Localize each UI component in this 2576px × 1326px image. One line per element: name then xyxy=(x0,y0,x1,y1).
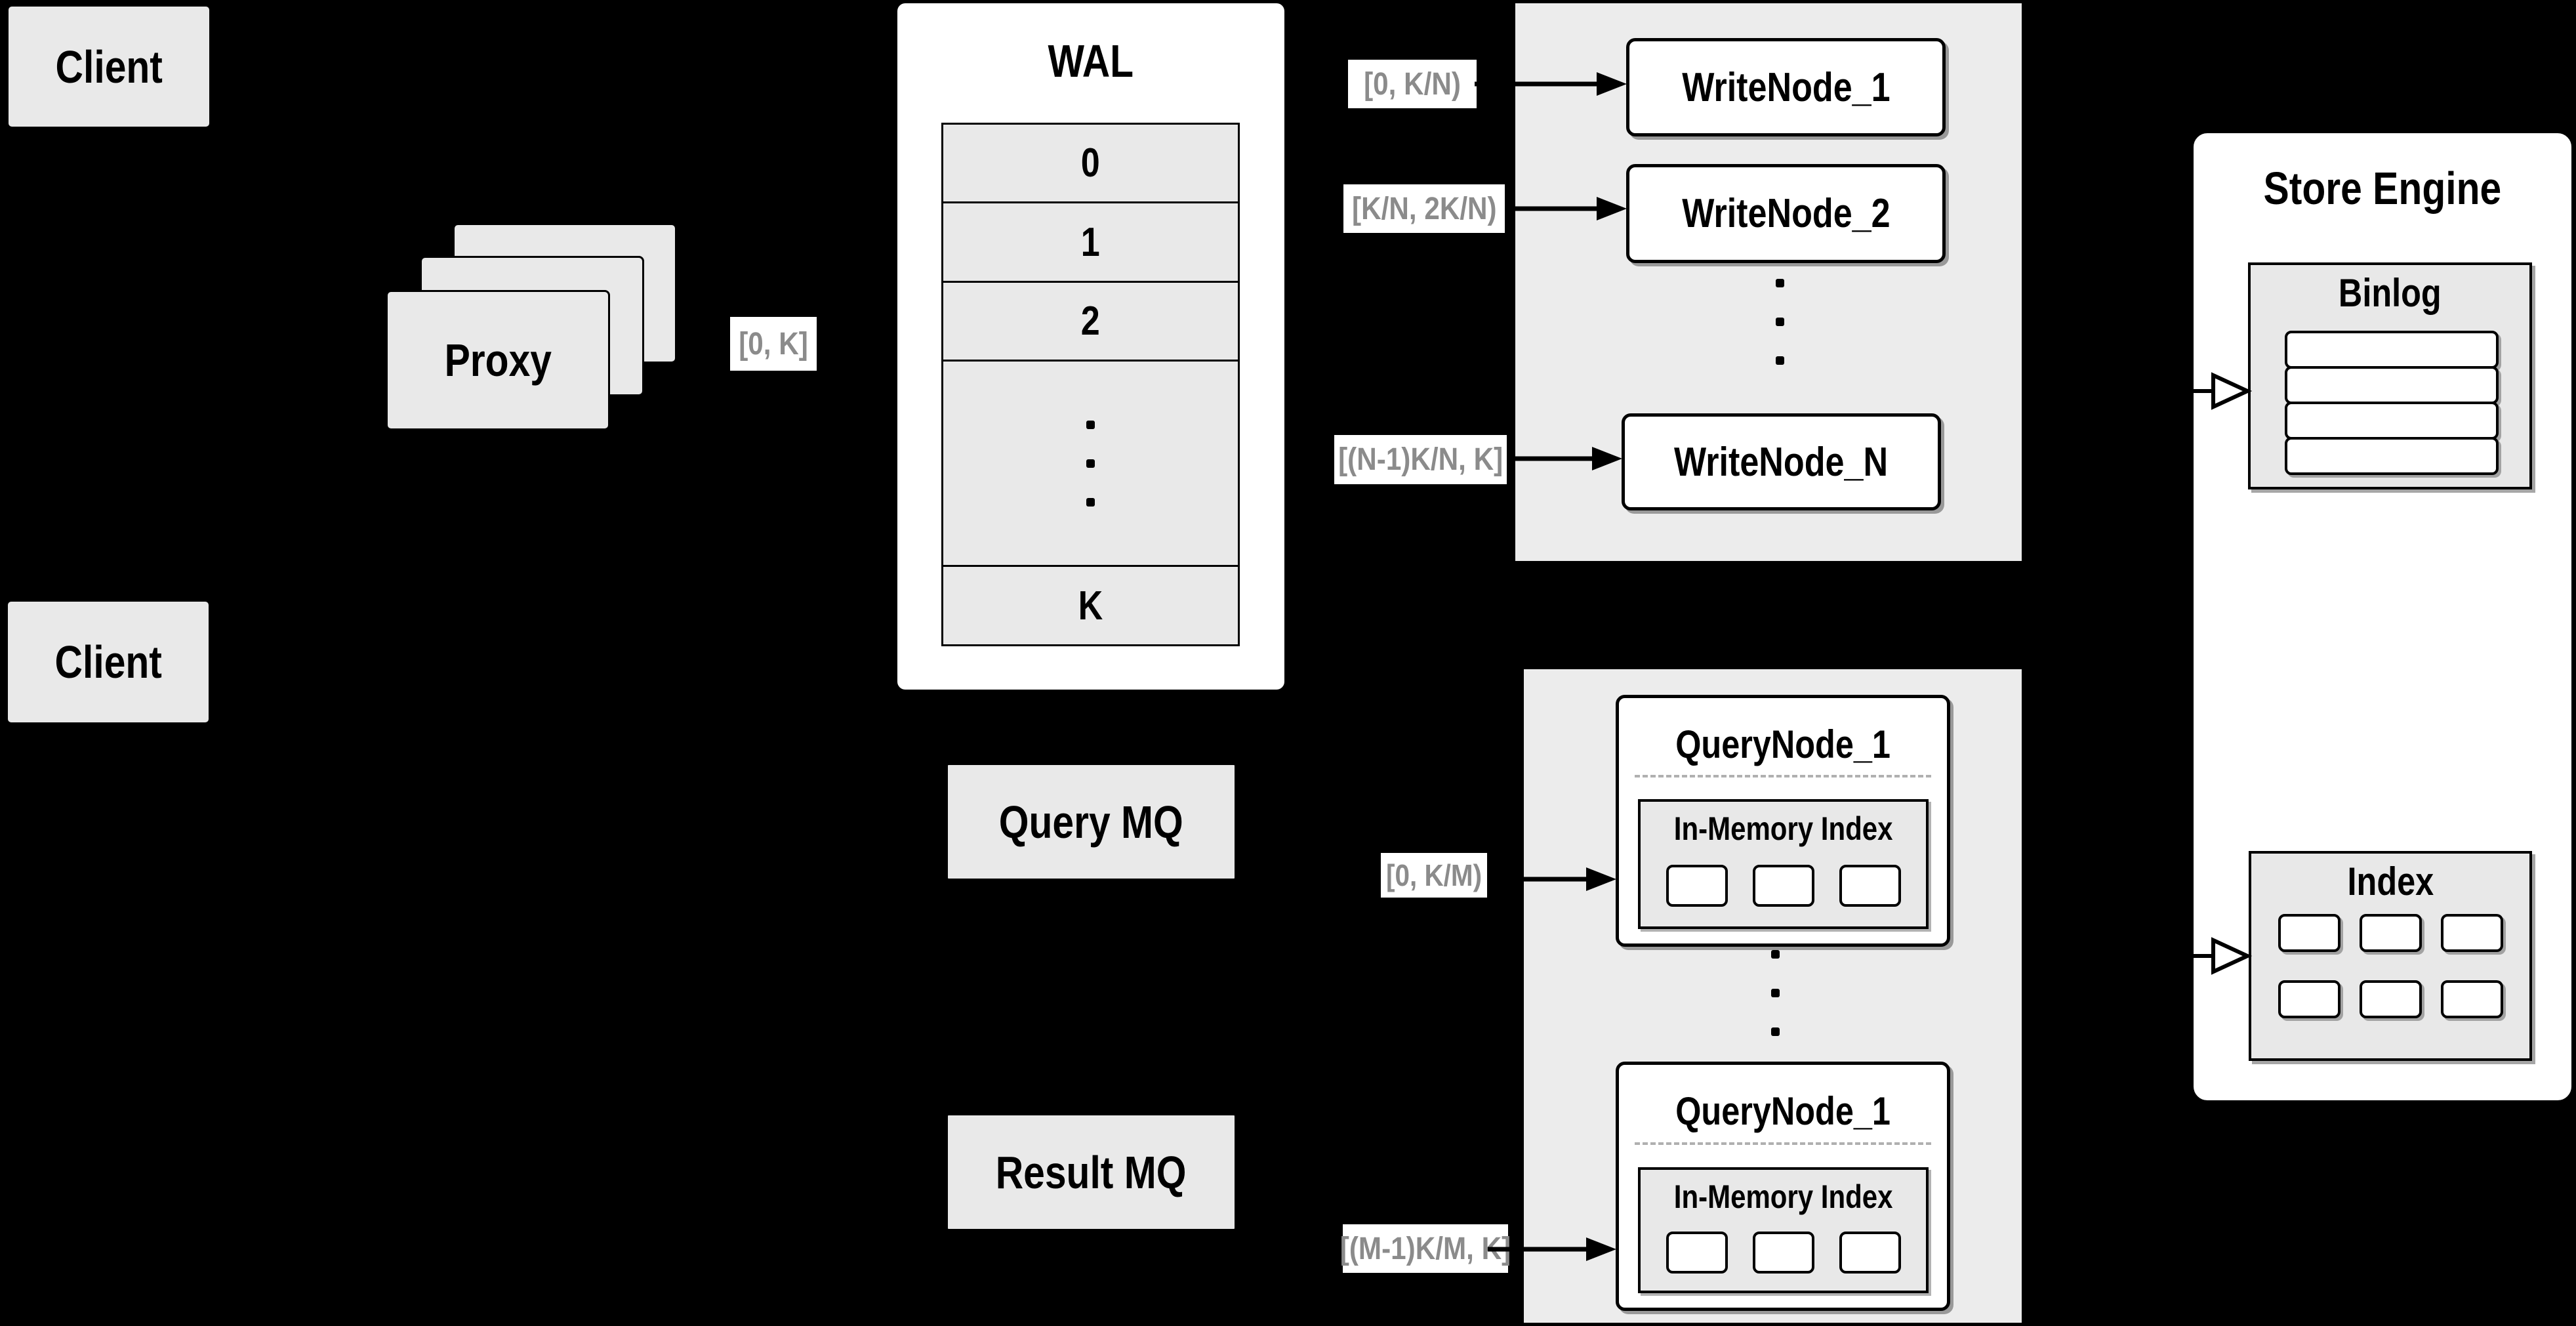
wal-box: WAL 0 1 2 K xyxy=(897,3,1284,690)
memory-segment xyxy=(1839,1232,1901,1274)
arrow-to-binlog xyxy=(2150,372,2253,410)
wal-row-2: 2 xyxy=(941,281,1240,362)
wal-segment-table: 0 1 2 K xyxy=(941,123,1240,646)
wal-row-1: 1 xyxy=(941,201,1240,283)
wal-row-0: 0 xyxy=(941,123,1240,203)
index-box: Index xyxy=(2249,851,2532,1061)
query-node-divider xyxy=(1635,1142,1931,1145)
client-box-top: Client xyxy=(7,5,211,129)
memory-segments xyxy=(1641,1232,1926,1274)
arrow-to-write-node-n xyxy=(1507,447,1622,470)
client-bottom-label: Client xyxy=(54,636,162,688)
memory-segment xyxy=(1666,865,1728,907)
in-memory-index-box-1: In-Memory Index xyxy=(1638,799,1929,929)
binlog-row xyxy=(2285,366,2499,404)
range-label-query-m: [(M-1)K/M, K] xyxy=(1340,1224,1511,1273)
memory-segment xyxy=(1752,1232,1814,1274)
index-cells-row xyxy=(2251,980,2529,1018)
index-cell xyxy=(2359,980,2422,1018)
query-node-1-title: QueryNode_1 xyxy=(1675,722,1891,766)
binlog-box: Binlog xyxy=(2248,262,2532,489)
arrow-to-query-node-1 xyxy=(1488,867,1616,891)
memory-segment xyxy=(1752,865,1814,907)
range-label-write-2: [K/N, 2K/N) xyxy=(1343,184,1505,233)
index-cells-row xyxy=(2251,914,2529,952)
in-memory-index-title: In-Memory Index xyxy=(1673,1178,1893,1215)
in-memory-index-box-2: In-Memory Index xyxy=(1638,1167,1929,1293)
query-node-1: QueryNode_1 In-Memory Index xyxy=(1616,695,1950,947)
store-engine-box: Store Engine Binlog Index xyxy=(2190,130,2575,1104)
arrow-to-query-node-2 xyxy=(1488,1237,1616,1261)
query-node-2-title: QueryNode_1 xyxy=(1675,1089,1891,1133)
client-top-label: Client xyxy=(55,41,163,93)
index-cell xyxy=(2440,980,2503,1018)
query-node-divider xyxy=(1635,775,1931,777)
binlog-row xyxy=(2285,437,2499,475)
binlog-title: Binlog xyxy=(2339,271,2442,315)
query-node-2: QueryNode_1 In-Memory Index xyxy=(1616,1062,1950,1311)
wal-title: WAL xyxy=(1048,35,1134,87)
binlog-row xyxy=(2285,331,2499,369)
binlog-rows xyxy=(2285,331,2499,475)
proxy-card-front: Proxy xyxy=(386,290,610,430)
range-label-write-1: [0, K/N) xyxy=(1348,60,1477,108)
write-node-2: WriteNode_2 xyxy=(1626,164,1946,263)
in-memory-index-title: In-Memory Index xyxy=(1673,810,1893,847)
write-node-1: WriteNode_1 xyxy=(1626,38,1946,136)
range-label-query-1: [0, K/M) xyxy=(1381,853,1487,898)
vertical-ellipsis-icon xyxy=(1771,950,1780,1036)
arrow-to-index xyxy=(2150,937,2253,975)
wal-row-k: K xyxy=(941,565,1240,646)
memory-segment xyxy=(1839,865,1901,907)
memory-segment xyxy=(1666,1232,1728,1274)
index-cell xyxy=(2278,914,2341,952)
index-cell xyxy=(2359,914,2422,952)
arrow-to-write-node-2 xyxy=(1505,197,1627,220)
binlog-row xyxy=(2285,402,2499,440)
write-node-n: WriteNode_N xyxy=(1622,413,1941,510)
vertical-ellipsis-icon xyxy=(1776,279,1784,365)
client-box-bottom: Client xyxy=(6,600,211,724)
proxy-label: Proxy xyxy=(444,335,552,386)
range-label-write-n: [(N-1)K/N, K] xyxy=(1334,435,1507,484)
query-mq-box: Query MQ xyxy=(946,763,1237,881)
store-engine-title: Store Engine xyxy=(2263,163,2502,214)
memory-segments xyxy=(1641,865,1926,907)
range-label-proxy-wal: [0, K] xyxy=(730,317,817,371)
index-cell xyxy=(2440,914,2503,952)
index-title: Index xyxy=(2347,860,2434,903)
result-mq-box: Result MQ xyxy=(946,1113,1237,1231)
arrow-to-write-node-1 xyxy=(1475,72,1627,96)
wal-row-ellipsis xyxy=(941,360,1240,567)
index-cell xyxy=(2278,980,2341,1018)
vertical-ellipsis-icon xyxy=(1086,420,1095,507)
